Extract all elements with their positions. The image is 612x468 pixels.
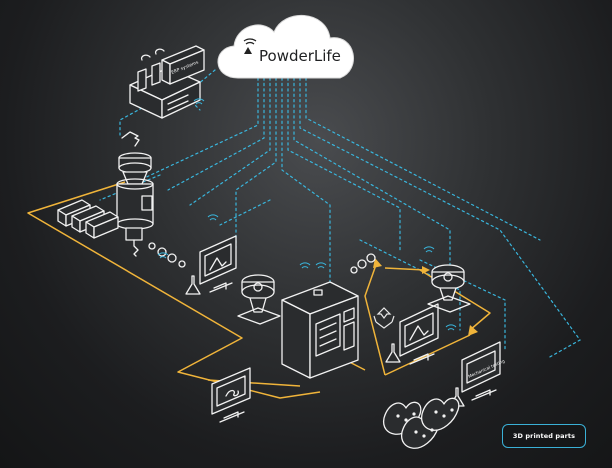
factory-icon: ERP systems bbox=[129, 45, 205, 119]
powder-particles-icon bbox=[148, 242, 376, 274]
printer-icon bbox=[281, 281, 359, 379]
printed-parts-label: 3D printed parts bbox=[512, 432, 576, 440]
ingots-icon bbox=[57, 199, 119, 239]
flask-icon bbox=[185, 275, 201, 295]
atomizer-icon bbox=[116, 131, 154, 257]
wireless-markers bbox=[157, 98, 457, 331]
sieve-icon bbox=[427, 264, 471, 313]
sieve-icon bbox=[237, 274, 281, 325]
flask-icon bbox=[385, 343, 401, 363]
recycle-icon bbox=[373, 307, 395, 329]
brand-name: PowderLife bbox=[259, 47, 341, 65]
monitor-icon bbox=[199, 235, 237, 293]
cloud-icon: PowderLife bbox=[217, 15, 354, 79]
printed-parts-badge: 3D printed parts bbox=[502, 424, 586, 448]
wifi-signal-icon bbox=[243, 38, 257, 54]
monitor-icon bbox=[211, 367, 251, 423]
printed-parts-icon bbox=[382, 397, 460, 449]
data-connections bbox=[99, 61, 581, 359]
monitor-icon: Mechanical testing bbox=[461, 341, 506, 401]
monitor-icon bbox=[399, 303, 439, 365]
